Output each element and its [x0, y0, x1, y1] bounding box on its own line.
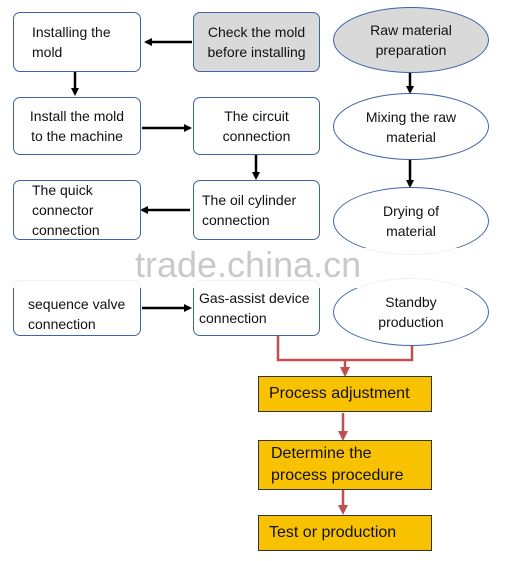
sequence-valve-box: sequence valve connection [13, 280, 141, 336]
quick-connector-box: The quick connector connection [13, 180, 141, 240]
drying-label: Drying of material [382, 203, 440, 239]
standby-label: Standby production [378, 294, 444, 330]
raw-material-prep-ellipse: Raw material preparation [333, 7, 489, 73]
installing-mold-box: Installing the mold [13, 12, 141, 72]
test-production-box: Test or production [258, 515, 432, 551]
red-connector-standby [345, 346, 414, 362]
watermark-band [0, 248, 528, 288]
test-production-label: Test or production [269, 524, 397, 541]
raw-material-prep-label: Raw material preparation [370, 22, 452, 58]
installing-mold-label: Installing the mold [32, 24, 111, 60]
watermark: trade.china.cn [135, 244, 362, 285]
check-mold-label: Check the mold before installing [207, 24, 306, 60]
determine-procedure-box: Determine the process procedure [258, 440, 432, 490]
process-adjustment-label: Process adjustment [269, 385, 410, 402]
install-mold-machine-box: Install the mold to the machine [13, 97, 141, 155]
process-adjustment-box: Process adjustment [258, 376, 432, 412]
oil-cylinder-label: The oil cylinder connection [202, 192, 297, 228]
quick-connector-label: The quick connector connection [32, 182, 100, 238]
gas-assist-label: Gas-assist device connection [199, 290, 310, 326]
check-mold-box: Check the mold before installing [193, 12, 320, 72]
determine-procedure-label: Determine the process procedure [271, 445, 404, 484]
mixing-label: Mixing the raw material [365, 108, 457, 145]
mixing-ellipse: Mixing the raw material [333, 93, 489, 160]
install-mold-machine-label: Install the mold to the machine [29, 108, 125, 144]
drying-ellipse: Drying of material [333, 187, 489, 255]
circuit-connection-label: The circuit connection [222, 108, 291, 144]
standby-ellipse: Standby production [333, 278, 489, 346]
red-connector-gas [276, 336, 345, 362]
oil-cylinder-box: The oil cylinder connection [193, 180, 320, 240]
circuit-connection-box: The circuit connection [193, 97, 320, 155]
gas-assist-box: Gas-assist device connection [193, 280, 320, 336]
sequence-valve-label: sequence valve connection [28, 296, 126, 332]
